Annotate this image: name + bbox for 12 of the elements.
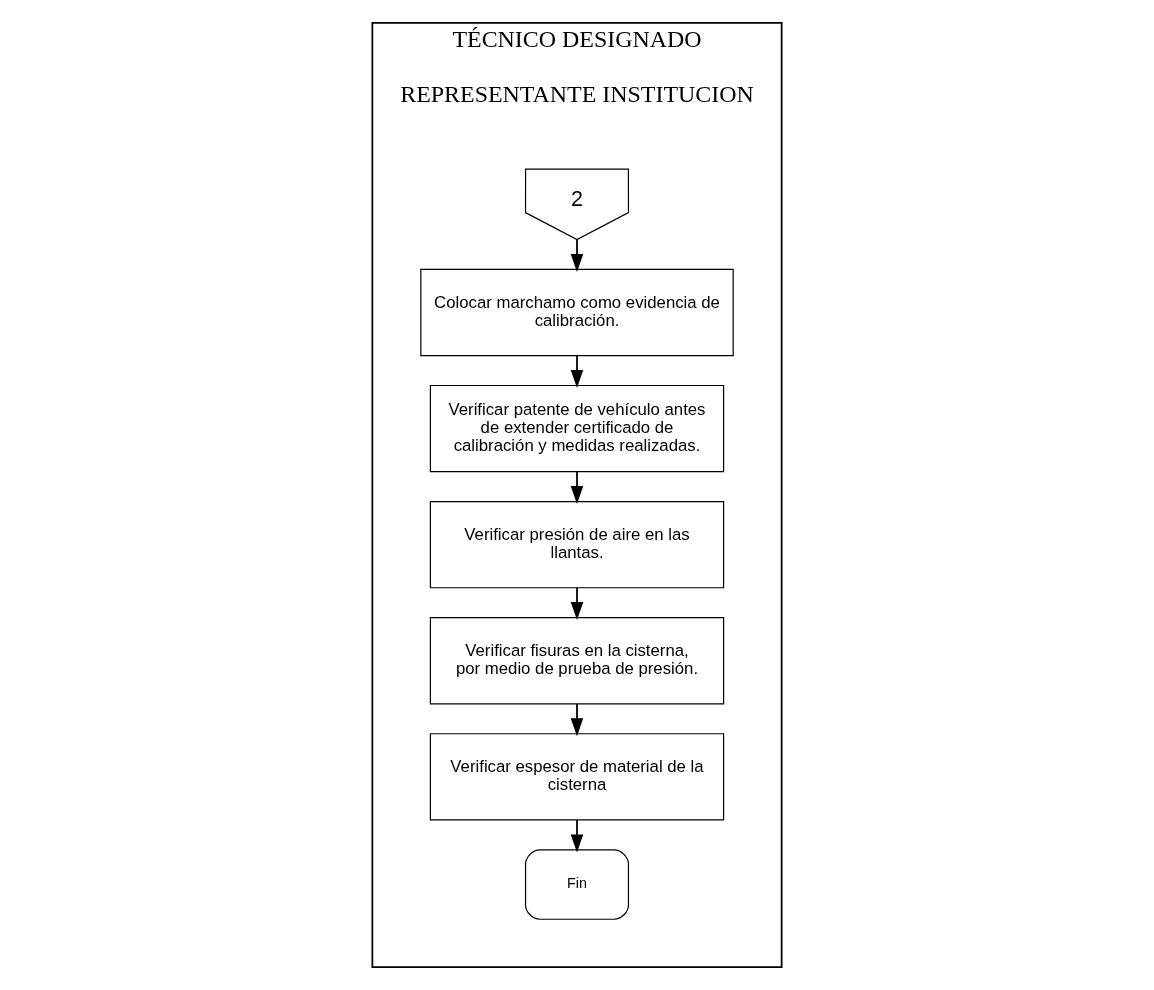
arrow bbox=[570, 819, 584, 853]
arrow bbox=[570, 586, 584, 621]
node-box: Verificar patente de vehículo antes de extender certificado de calibración y medidas realizadas. bbox=[429, 384, 725, 473]
node-box: Verificar fisuras en la cisterna, por medio de prueba de presión. bbox=[429, 617, 725, 705]
node-box: Verificar presión de aire en las llantas. bbox=[429, 500, 725, 589]
arrow bbox=[570, 470, 584, 504]
arrow bbox=[570, 354, 584, 388]
node-box: Colocar marchamo como evidencia de calibración. bbox=[420, 268, 734, 357]
node-box: Fin bbox=[524, 849, 630, 920]
arrow bbox=[570, 238, 584, 272]
arrow bbox=[570, 703, 584, 737]
node-box: Verificar espesor de material de la cisterna bbox=[429, 733, 725, 821]
